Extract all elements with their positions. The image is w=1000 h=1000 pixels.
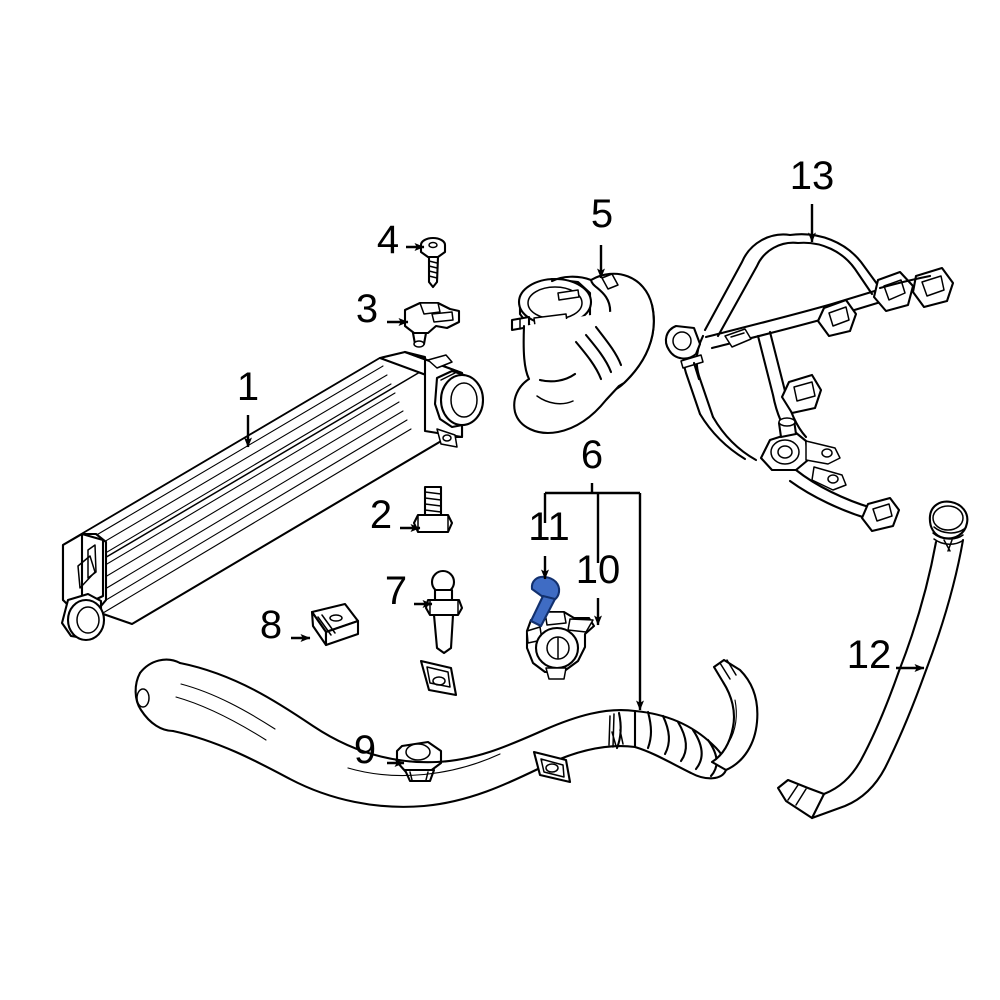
part-5-air-inlet-hose <box>510 245 655 434</box>
callout-label-10: 10 <box>576 548 621 592</box>
intercooler-left-end-tank <box>60 532 108 642</box>
part-3-temperature-sensor <box>387 301 461 348</box>
part-7-ball-stud <box>414 569 464 655</box>
part-4-sensor-screw <box>406 236 447 289</box>
callout-label-11: 11 <box>528 505 570 549</box>
callout-label-5: 5 <box>591 192 613 236</box>
callout-label-3: 3 <box>356 287 378 331</box>
callout-labels: 1 2 3 4 5 6 7 8 9 10 11 12 13 <box>237 154 891 772</box>
callout-label-12: 12 <box>847 633 892 677</box>
part-12-coolant-hose <box>776 500 969 820</box>
part-13-coolant-tube-assembly <box>664 204 955 533</box>
part-1-intercooler <box>60 350 485 642</box>
callout-label-6: 6 <box>581 433 603 477</box>
part-2-flange-bolt <box>400 485 454 534</box>
part-8-isolator-pad <box>291 602 360 647</box>
callout-label-7: 7 <box>385 569 407 613</box>
callout-label-1: 1 <box>237 365 259 409</box>
callout-label-2: 2 <box>370 493 392 537</box>
callout-label-8: 8 <box>260 603 282 647</box>
part-6-group-bracket <box>543 483 644 711</box>
callout-label-9: 9 <box>354 728 376 772</box>
charge-air-duct-lower <box>134 658 759 808</box>
part-11-bypass-valve-bolt <box>529 556 561 628</box>
part-10-bypass-valve-body <box>525 598 602 680</box>
part-9-plug <box>387 740 443 783</box>
callout-label-13: 13 <box>790 154 835 198</box>
intercooler-outlet-port <box>433 369 485 429</box>
callout-label-4: 4 <box>377 218 399 262</box>
